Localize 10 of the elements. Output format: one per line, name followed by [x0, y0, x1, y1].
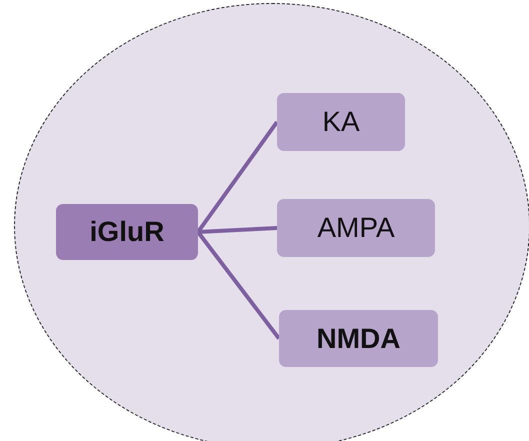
node-label: NMDA [316, 322, 400, 354]
label-box [279, 310, 438, 367]
label-box [56, 204, 198, 260]
node-label: iGluR [90, 216, 164, 248]
node-label: AMPA [317, 212, 395, 244]
label-box [277, 93, 405, 151]
node-label: KA [322, 106, 360, 138]
connector-line [198, 226, 278, 234]
label-box [277, 199, 435, 257]
connector-line [196, 230, 281, 340]
